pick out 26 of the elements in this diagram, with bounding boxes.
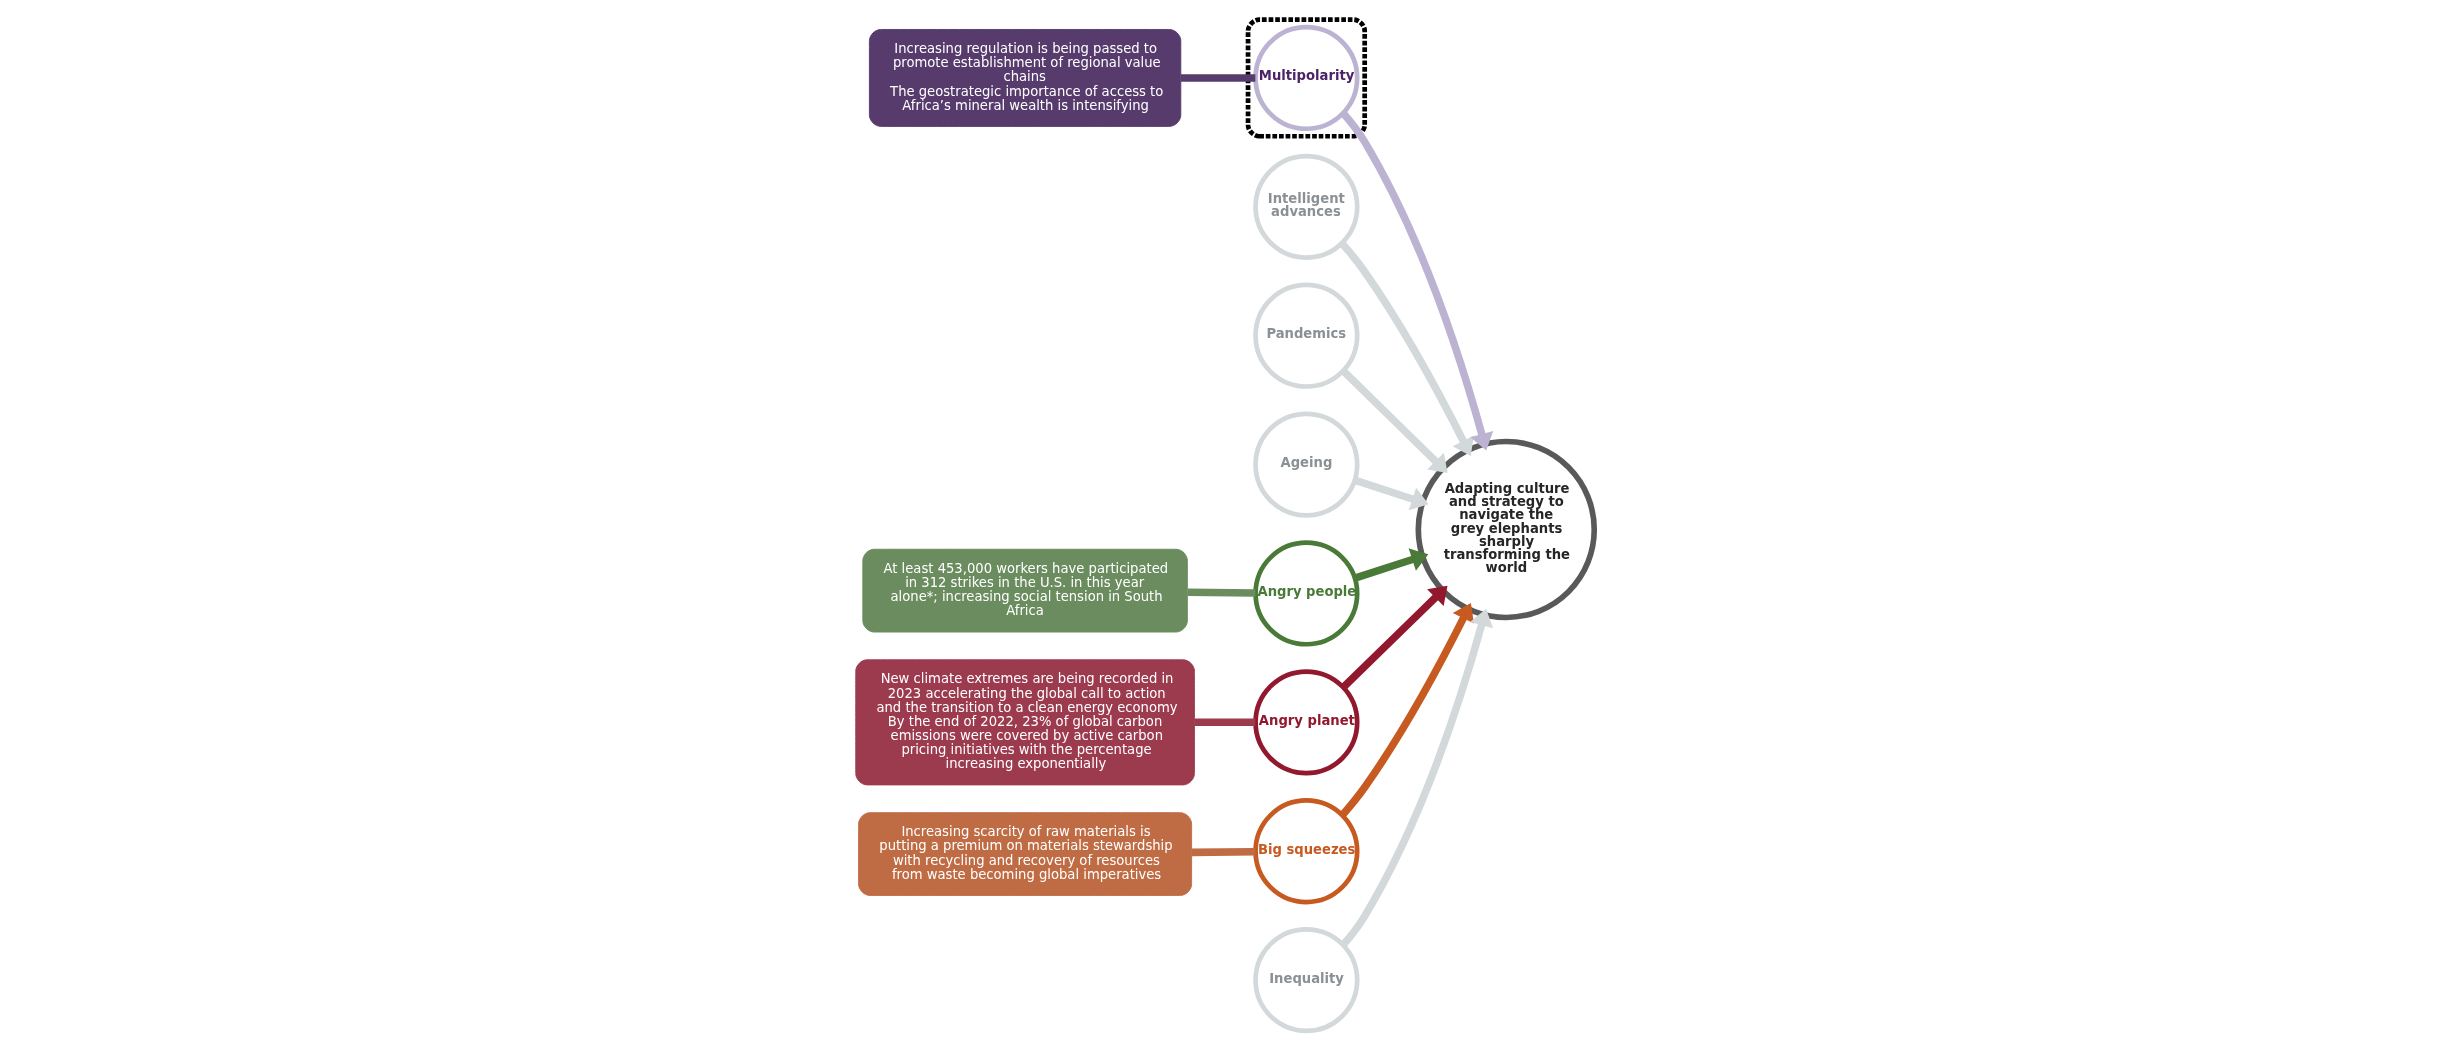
node-circle: Multipolarity xyxy=(1253,24,1360,132)
arrow xyxy=(1353,476,1429,511)
arrow xyxy=(1340,110,1494,451)
node-circle: Big squeezes xyxy=(1253,798,1360,905)
node-circle: Inequality xyxy=(1253,926,1360,1034)
arrow xyxy=(1340,368,1448,473)
node-box: New climate extremes are being recorded in 2023 accelerating the global call to action and the transition to a clean energy economy By the end of 2022, 23% of global carbon emissions were covered by active carbon pricing initiatives with the percentage increasing exponentially xyxy=(855,659,1195,786)
node-circle: Angry planet xyxy=(1253,669,1360,776)
arrow xyxy=(1340,608,1494,948)
arrow xyxy=(1339,603,1474,818)
cluster xyxy=(1245,17,1368,139)
node-box: Increasing regulation is being passed to promote establishment of regional value chains The geostrategic importance of access to Africa’s mineral wealth is intensifying xyxy=(868,29,1182,127)
node-circle: Angry people xyxy=(1253,540,1360,647)
node-circle: Ageing xyxy=(1253,411,1360,518)
connector xyxy=(1194,718,1256,727)
connector xyxy=(1187,588,1256,597)
node-circle: Pandemics xyxy=(1253,282,1360,389)
node-box: Increasing scarcity of raw materials is putting a premium on materials stewardship with recycling and recovery of resources from waste becoming global imperatives xyxy=(858,812,1193,896)
node-circle: Adapting culture and strategy to navigate the grey elephants sharply transforming the world xyxy=(1415,438,1598,621)
arrow xyxy=(1339,240,1474,456)
connector xyxy=(1191,847,1256,857)
node-box: At least 453,000 workers have participated in 312 strikes in the U.S. in this year alone*; increasing social tension in South Africa xyxy=(862,548,1188,633)
arrow xyxy=(1341,585,1448,690)
node-circle: Intelligent advances xyxy=(1253,153,1360,260)
connector xyxy=(1180,74,1256,82)
arrow xyxy=(1353,548,1429,582)
